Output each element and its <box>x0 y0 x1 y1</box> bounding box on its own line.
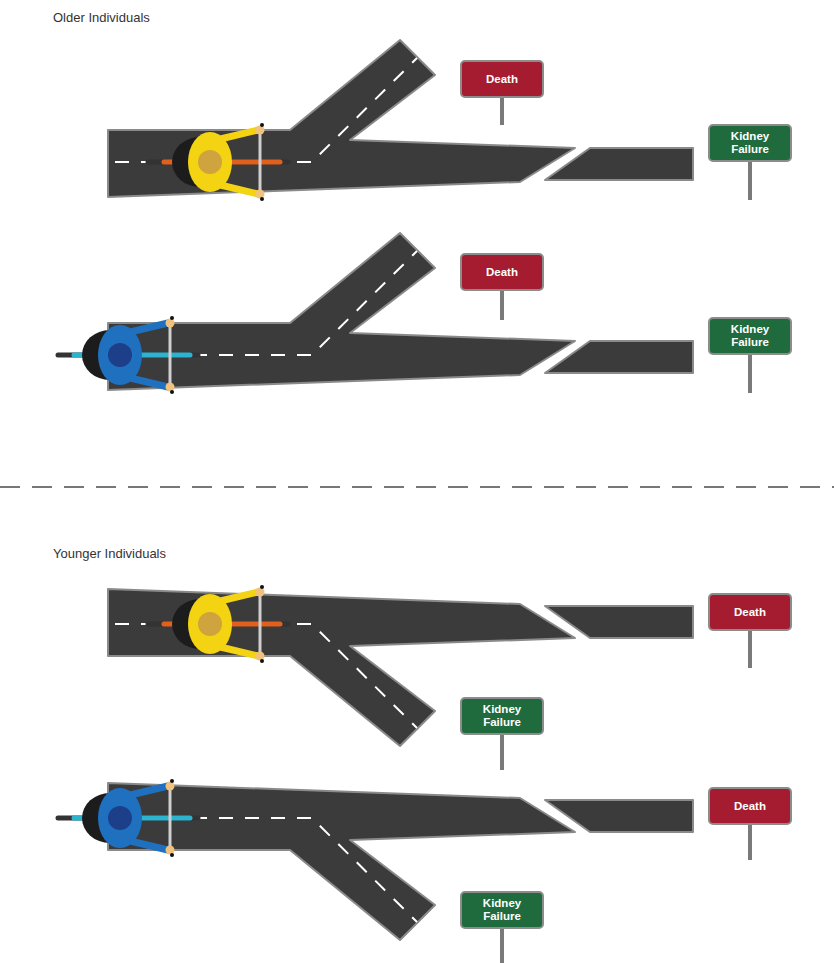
road-sign: Death <box>460 253 544 291</box>
road-sign: Kidney Failure <box>708 317 792 355</box>
sign-post <box>500 928 504 963</box>
road-sign: Kidney Failure <box>460 891 544 929</box>
sign-text: Death <box>486 266 518 279</box>
sign-text: Death <box>486 73 518 86</box>
road <box>108 783 693 940</box>
sign-post <box>500 290 504 320</box>
sign-post <box>748 161 752 200</box>
road-sign: Kidney Failure <box>460 697 544 735</box>
sign-post <box>500 97 504 125</box>
sign-post <box>500 734 504 770</box>
cyclist <box>58 316 198 394</box>
road <box>108 233 693 390</box>
sign-text: Kidney Failure <box>474 703 530 729</box>
sign-post <box>748 824 752 860</box>
sign-post <box>748 354 752 393</box>
sign-text: Kidney Failure <box>722 130 778 156</box>
cyclist <box>148 585 288 663</box>
road-sign: Death <box>460 60 544 98</box>
road-sign: Death <box>708 593 792 631</box>
sign-text: Kidney Failure <box>722 323 778 349</box>
road-sign: Kidney Failure <box>708 124 792 162</box>
sign-post <box>748 630 752 668</box>
road-sign: Death <box>708 787 792 825</box>
sign-text: Death <box>734 800 766 813</box>
group-label: Younger Individuals <box>53 546 166 561</box>
sign-posts <box>502 97 750 963</box>
separator-line <box>0 486 834 488</box>
sign-text: Death <box>734 606 766 619</box>
cyclist <box>148 123 288 201</box>
group-label: Older Individuals <box>53 10 150 25</box>
sign-text: Kidney Failure <box>474 897 530 923</box>
cyclist <box>58 779 198 857</box>
